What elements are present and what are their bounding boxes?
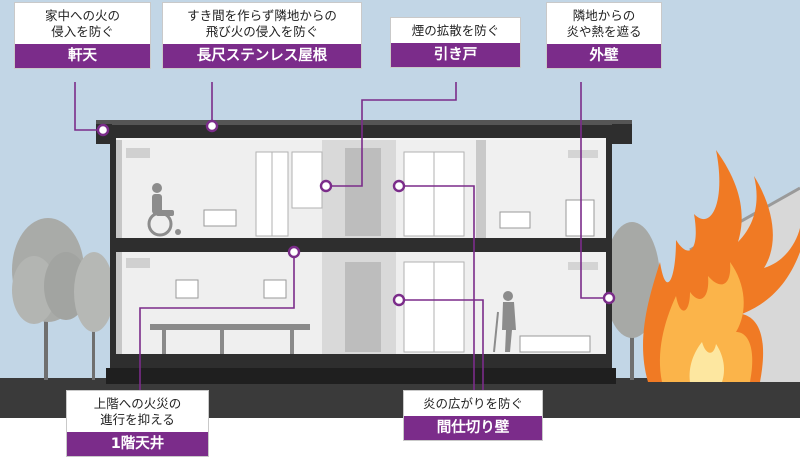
callout-label: 長尺ステンレス屋根 (163, 44, 361, 68)
floor-slab (110, 238, 612, 252)
flame-icon (643, 150, 800, 382)
wheelchair-figure-icon (147, 183, 181, 237)
tree-icon (604, 222, 660, 380)
callout-label: 外壁 (547, 44, 661, 68)
soffit-right (612, 124, 632, 144)
building-cross-section (96, 120, 632, 384)
callout-description: 家中への火の 侵入を防ぐ (44, 8, 120, 39)
target-dots (96, 119, 616, 307)
callout-exterior-wall: 隣地からの 炎や熱を遮る 外壁 (546, 2, 662, 69)
callout-roof: すき間を作らず隣地からの 飛び火の侵入を防ぐ 長尺ステンレス屋根 (162, 2, 362, 69)
tree-icon (74, 252, 114, 380)
callout-sliding-door: 煙の拡散を防ぐ 引き戸 (390, 17, 521, 68)
callout-noki: 家中への火の 侵入を防ぐ 軒天 (14, 2, 151, 69)
callout-description: 煙の拡散を防ぐ (411, 23, 500, 38)
callout-first-floor-ceiling: 上階への火災の 進行を抑える 1階天井 (66, 390, 209, 457)
callout-label: 軒天 (15, 44, 150, 68)
leader-lines (74, 82, 609, 390)
walking-cane-figure-icon (493, 291, 516, 353)
callout-description: すき間を作らず隣地からの 飛び火の侵入を防ぐ (187, 8, 337, 39)
callout-description: 隣地からの 炎や熱を遮る (566, 8, 642, 39)
callout-label: 間仕切り壁 (404, 416, 542, 440)
tree-icon (12, 218, 88, 380)
callout-partition-wall: 炎の広がりを防ぐ 間仕切り壁 (403, 390, 543, 441)
roof (96, 124, 632, 138)
callout-label: 引き戸 (391, 43, 520, 67)
callout-description: 上階への火災の 進行を抑える (93, 396, 182, 427)
callout-description: 炎の広がりを防ぐ (422, 396, 523, 411)
callout-label: 1階天井 (67, 432, 208, 456)
